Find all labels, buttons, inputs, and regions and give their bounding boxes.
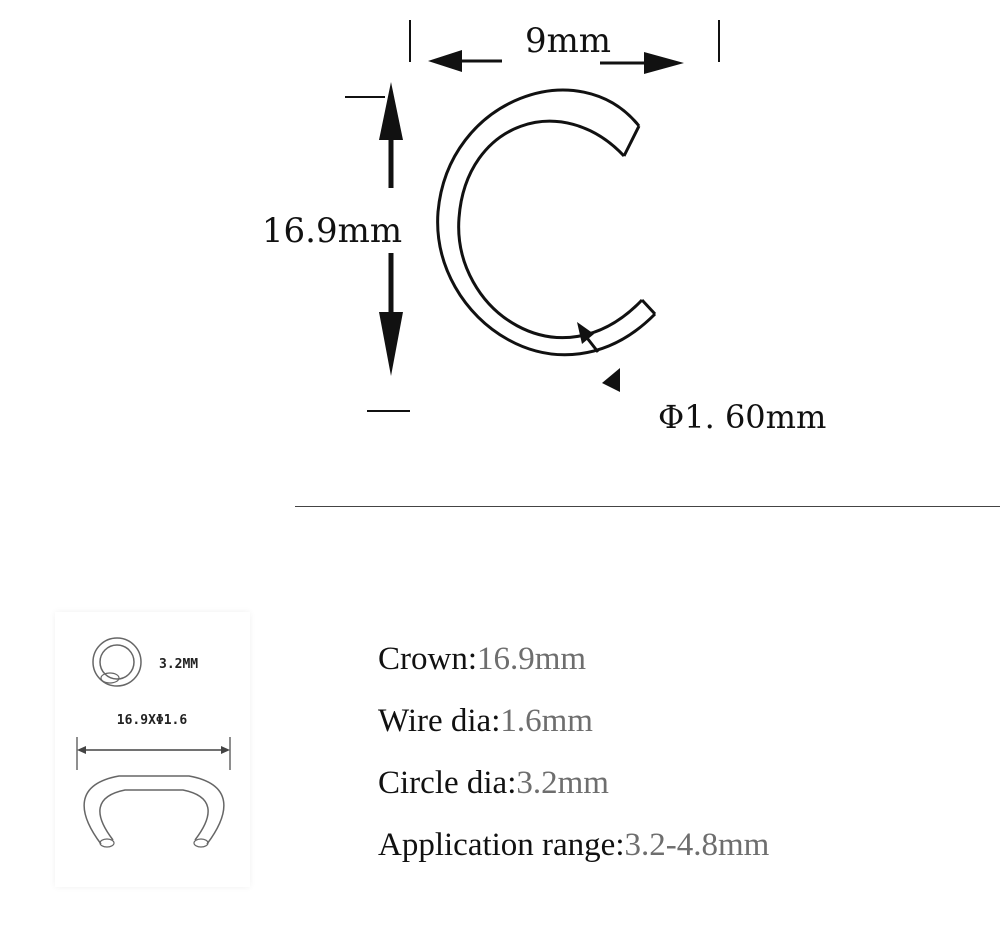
closed-ring-inner	[99, 644, 135, 680]
width-label: 9mm	[525, 21, 611, 61]
u-ring-outer	[83, 775, 225, 845]
ring-thumbnail: 3.2MM 16.9XΦ1.6	[55, 612, 250, 887]
wire-arrow-outer-head	[602, 368, 620, 392]
spec-label: Application range:	[378, 827, 625, 863]
wire-diameter-label: Φ1. 60mm	[658, 398, 826, 436]
u-ring-end-left	[99, 838, 115, 848]
c-ring-bottom-end	[640, 298, 657, 316]
c-ring-inner-edge	[457, 119, 644, 340]
width-arrow-right-head	[644, 52, 684, 74]
height-arrow-up-head	[379, 82, 403, 140]
c-ring-top-end	[622, 125, 641, 157]
thumbnail-size-label: 16.9XΦ1.6	[117, 713, 188, 728]
spec-value: 3.2mm	[516, 765, 609, 801]
width-arrow-left-head	[428, 50, 462, 72]
section-divider	[295, 506, 1000, 507]
spec-label: Circle dia:	[378, 765, 517, 801]
spec-crown: Crown:16.9mm	[378, 628, 769, 690]
height-arrow-down-head	[379, 312, 403, 376]
c-ring-outer-edge	[436, 88, 657, 357]
wire-arrow-inner-head	[577, 322, 594, 344]
circle-diameter-label: 3.2MM	[159, 657, 198, 672]
spec-label: Wire dia:	[378, 703, 501, 739]
u-ring-end-right	[193, 838, 209, 848]
spec-wire-dia: Wire dia:1.6mm	[378, 690, 769, 752]
spec-label: Crown:	[378, 641, 477, 677]
spec-circle-dia: Circle dia:3.2mm	[378, 752, 769, 814]
closed-ring-joint	[100, 672, 120, 684]
thumb-width-arrow-right	[221, 746, 230, 754]
height-label: 16.9mm	[262, 211, 402, 251]
spec-value: 1.6mm	[500, 703, 593, 739]
spec-list: Crown:16.9mm Wire dia:1.6mm Circle dia:3…	[378, 628, 769, 876]
closed-ring-outer	[92, 637, 142, 687]
thumbnail-drawing: 3.2MM 16.9XΦ1.6	[76, 637, 231, 848]
c-ring-dimension-drawing: 9mm 16.9mm Φ1. 60mm	[262, 20, 826, 436]
spec-application-range: Application range:3.2-4.8mm	[378, 814, 769, 876]
spec-value: 16.9mm	[477, 641, 587, 677]
spec-value: 3.2-4.8mm	[624, 827, 770, 863]
u-ring-inner	[99, 789, 209, 841]
thumb-width-arrow-left	[77, 746, 86, 754]
